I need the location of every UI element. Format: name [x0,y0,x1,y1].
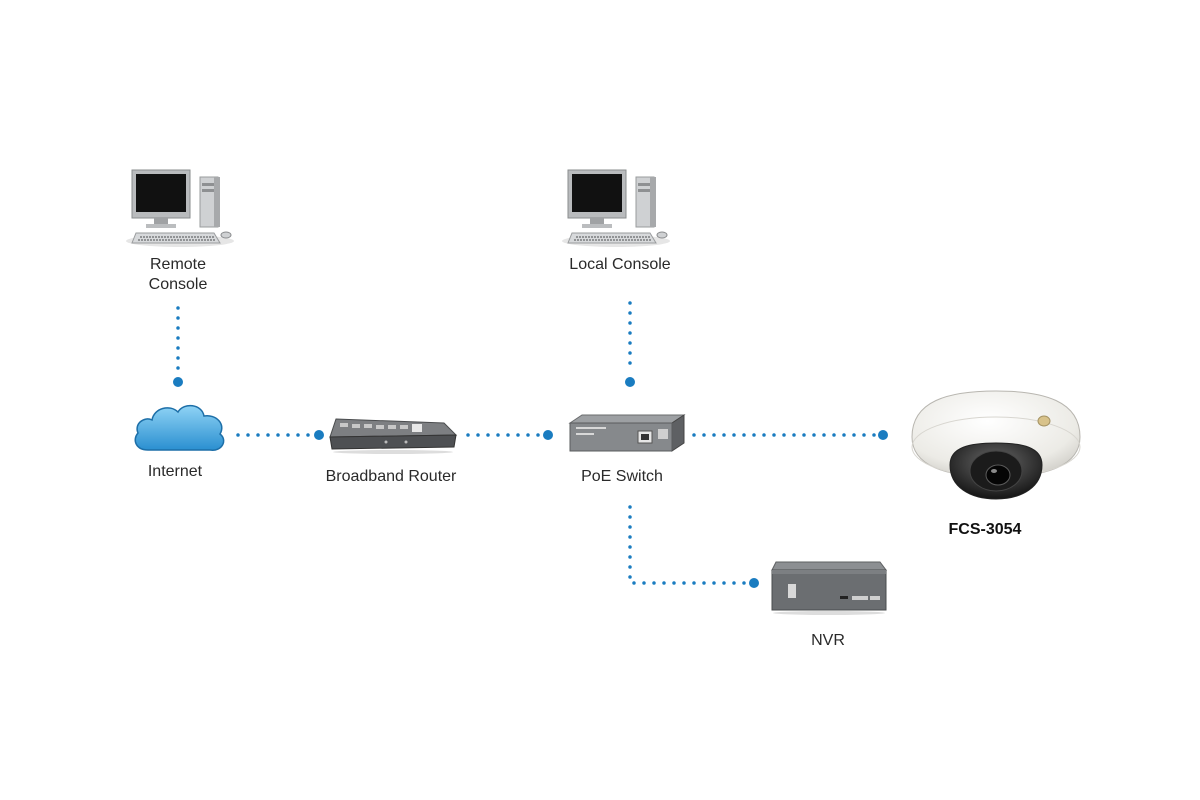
dome-camera-icon [911,390,1081,500]
nvr-icon [771,561,887,615]
router-label: Broadband Router [325,468,457,485]
link-switch-nvr [628,505,748,585]
camera-label: FCS-3054 [948,521,1022,538]
remote-console-label-line1: Remote [149,256,207,273]
desktop-computer-icon [562,169,670,247]
nvr-label: NVR [811,632,845,649]
remote-console-label-line2: Console [148,276,208,293]
internet-label: Internet [147,463,203,480]
link-endpoint [625,377,635,387]
link-endpoint [749,578,759,588]
remote-console-label: Remote Console [128,255,228,295]
switch-icon [568,414,686,452]
link-endpoint [314,430,324,440]
link-endpoint [878,430,888,440]
link-endpoint [543,430,553,440]
router-icon [329,418,458,454]
desktop-computer-icon [126,169,234,247]
local-console-label: Local Console [569,256,671,273]
poe-switch-label: PoE Switch [581,468,663,485]
cloud-icon [134,404,225,451]
link-endpoint [173,377,183,387]
